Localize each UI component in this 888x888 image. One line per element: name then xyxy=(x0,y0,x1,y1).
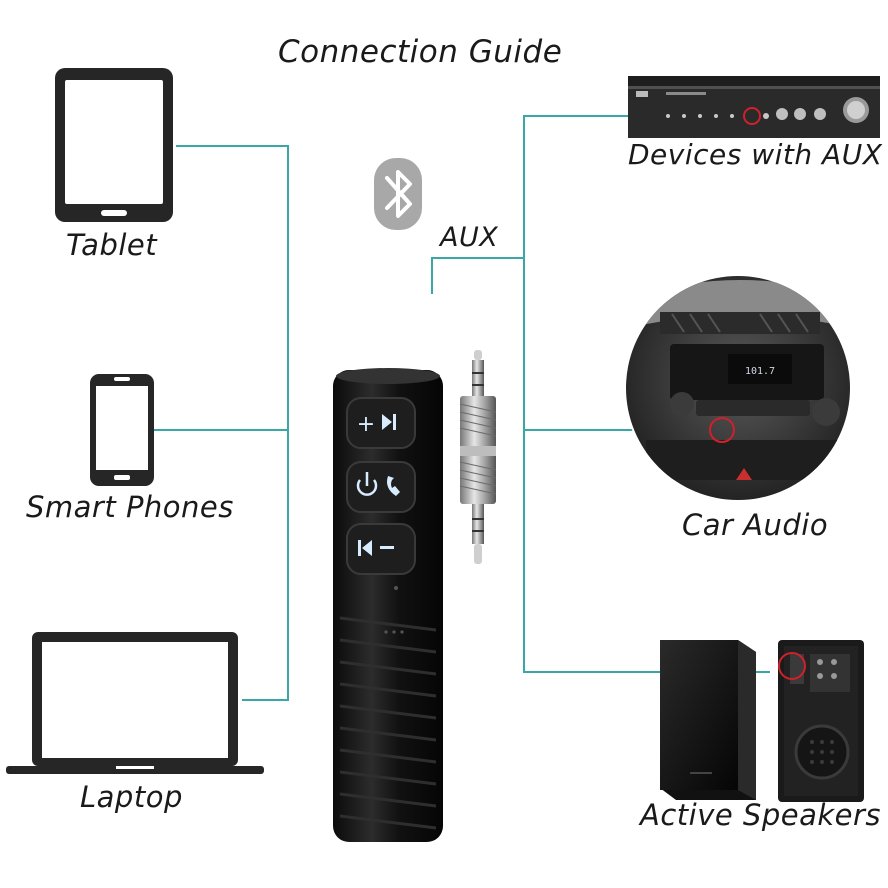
devices-with-aux-label: Devices with AUX xyxy=(628,138,883,171)
previous-volume-down-button xyxy=(346,523,416,575)
tablet-icon xyxy=(55,68,173,222)
speaker-back-icon xyxy=(778,640,864,802)
play-call-button xyxy=(346,461,416,513)
svg-text:101.7: 101.7 xyxy=(745,366,775,377)
aux-plug-icon xyxy=(459,350,497,564)
speaker-front-icon xyxy=(660,640,756,800)
smart-phones-label: Smart Phones xyxy=(26,490,234,524)
diagram-title: Connection Guide xyxy=(278,34,563,70)
laptop-label: Laptop xyxy=(80,780,183,814)
receiver-grip-ridges xyxy=(339,616,437,830)
laptop-icon xyxy=(6,632,264,774)
smart-phone-icon xyxy=(90,374,154,486)
svg-text:+: + xyxy=(357,412,375,437)
car-audio-label: Car Audio xyxy=(682,508,829,542)
tablet-label: Tablet xyxy=(66,228,158,262)
bluetooth-icon xyxy=(374,158,422,230)
volume-up-next-button: + xyxy=(346,397,416,449)
left-connector-lines xyxy=(154,145,289,701)
aux-label: AUX xyxy=(440,222,499,253)
car-audio-icon: 101.7 xyxy=(624,274,852,502)
active-speakers-label: Active Speakers xyxy=(640,798,882,832)
aux-amplifier-icon xyxy=(628,76,880,138)
